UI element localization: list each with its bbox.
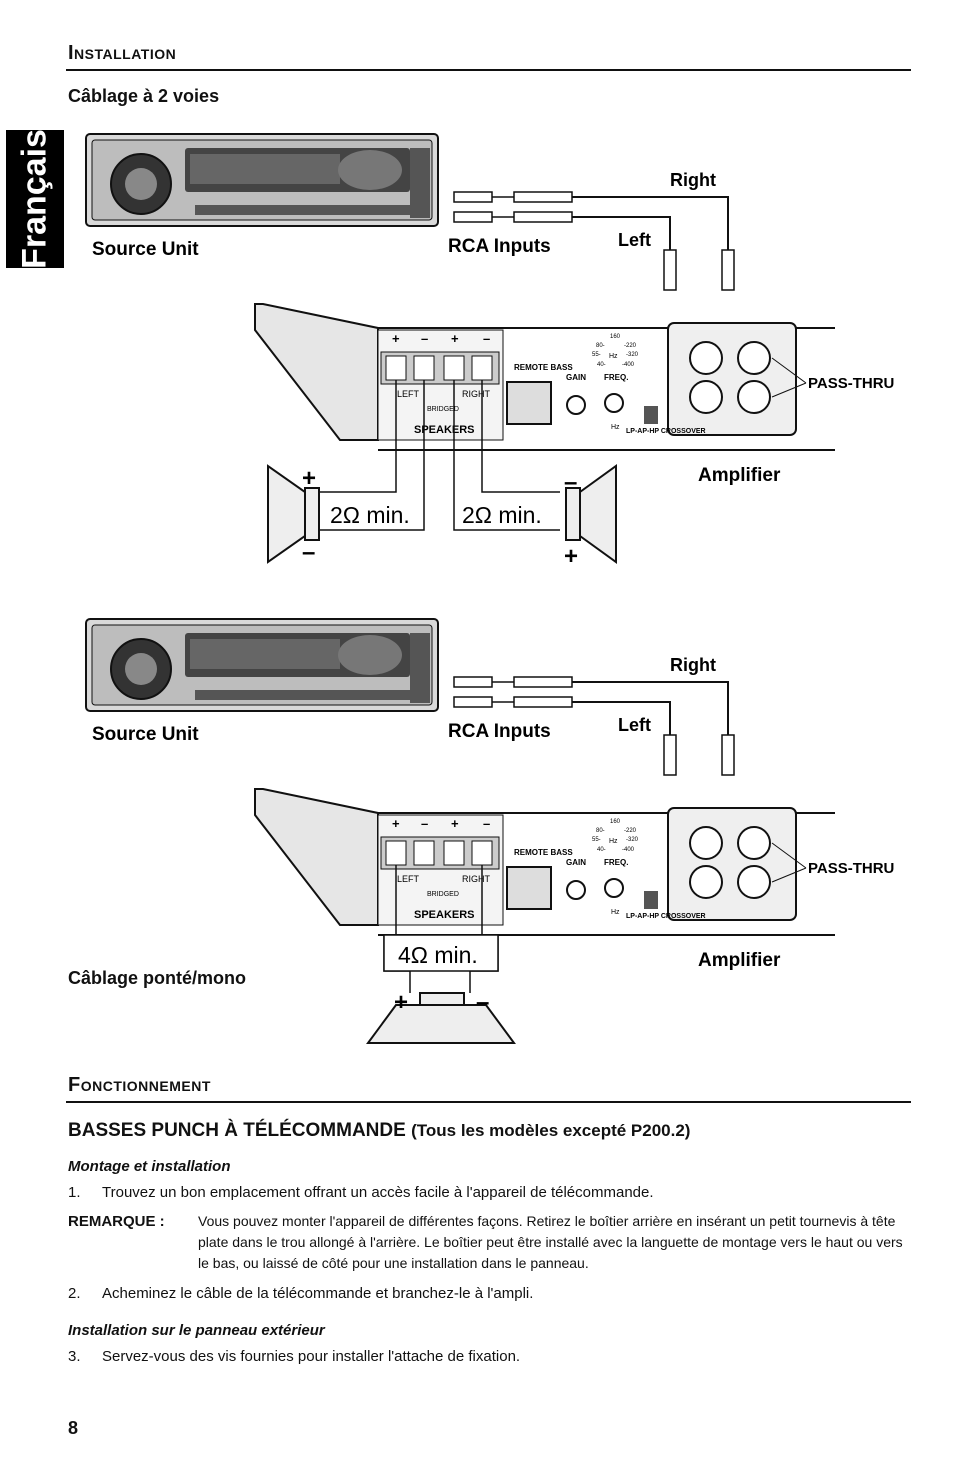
svg-text:REMOTE BASS: REMOTE BASS (514, 848, 573, 857)
svg-text:–: – (483, 816, 490, 831)
section-title-operation: Fonctionnement (68, 1074, 211, 1096)
operation-rule (66, 1101, 911, 1103)
left-label: Left (618, 230, 651, 250)
svg-text:Hz: Hz (611, 424, 620, 431)
svg-text:Hz: Hz (609, 353, 618, 360)
remote-bass-heading: BASSES PUNCH À TÉLÉCOMMANDE (Tous les mo… (68, 1120, 690, 1142)
svg-text:40-: 40- (597, 362, 606, 368)
outside-panel-heading: Installation sur le panneau extérieur (68, 1322, 325, 1339)
svg-text:80-: 80- (596, 828, 605, 834)
svg-text:REMOTE BASS: REMOTE BASS (514, 363, 573, 372)
rca-inputs-label: RCA Inputs (448, 236, 551, 257)
svg-text:+: + (564, 543, 578, 570)
svg-text:-220: -220 (624, 343, 637, 349)
svg-text:55-: 55- (592, 837, 601, 843)
svg-text:LEFT: LEFT (397, 389, 420, 399)
svg-text:+: + (392, 331, 400, 346)
note-label: REMARQUE : (68, 1213, 165, 1230)
step-2-number: 2. (68, 1285, 81, 1302)
right-speaker (565, 464, 617, 564)
speakers-label: SPEAKERS (414, 424, 475, 436)
remote-bass-note: (Tous les modèles excepté P200.2) (411, 1121, 691, 1140)
svg-text:GAIN: GAIN (566, 858, 586, 867)
svg-text:160: 160 (610, 819, 621, 825)
svg-text:Source Unit: Source Unit (92, 724, 199, 745)
svg-text:-320: -320 (626, 837, 639, 843)
two-way-wiring-diagram: Right Left Source Unit RCA Inputs + – + … (85, 133, 894, 570)
bridged-wiring-title: Câblage ponté/mono (68, 968, 247, 988)
svg-text:+: + (302, 465, 316, 492)
svg-text:Amplifier: Amplifier (698, 950, 781, 971)
bridged-speaker (366, 992, 516, 1044)
svg-text:–: – (421, 816, 428, 831)
left-impedance: 2Ω min. (330, 502, 410, 528)
svg-text:FREQ.: FREQ. (604, 373, 628, 382)
note-text: Vous pouvez monter l'appareil de différe… (198, 1213, 903, 1271)
svg-text:LP-AP-HP CROSSOVER: LP-AP-HP CROSSOVER (626, 428, 706, 435)
svg-text:RIGHT: RIGHT (462, 389, 491, 399)
section-title-installation: Installation (68, 42, 177, 64)
svg-text:RCA Inputs: RCA Inputs (448, 721, 551, 742)
svg-text:+: + (394, 989, 408, 1016)
step-2-text: Acheminez le câble de la télécommande et… (102, 1285, 534, 1302)
source-unit-illustration-2 (85, 618, 439, 712)
svg-text:BRIDGED: BRIDGED (427, 891, 459, 898)
svg-text:+: + (451, 816, 459, 831)
svg-text:Hz: Hz (609, 838, 618, 845)
svg-text:-220: -220 (624, 828, 637, 834)
svg-text:Hz: Hz (611, 909, 620, 916)
svg-text:-400: -400 (622, 362, 635, 368)
step-3-number: 3. (68, 1348, 81, 1365)
bridged-impedance: 4Ω min. (398, 942, 478, 968)
svg-text:LEFT: LEFT (397, 874, 420, 884)
svg-text:40-: 40- (597, 847, 606, 853)
svg-text:–: – (476, 989, 489, 1016)
svg-text:Right: Right (670, 655, 716, 675)
svg-text:–: – (483, 331, 490, 346)
bridged-wiring-diagram: Right Left Source Unit RCA Inputs + – + … (85, 618, 894, 1044)
svg-text:+: + (451, 331, 459, 346)
svg-text:-320: -320 (626, 352, 639, 358)
svg-text:–: – (302, 539, 315, 566)
right-label: Right (670, 170, 716, 190)
svg-text:FREQ.: FREQ. (604, 858, 628, 867)
page-number: 8 (68, 1418, 79, 1438)
svg-text:PASS-THRU: PASS-THRU (808, 860, 894, 877)
svg-text:55-: 55- (592, 352, 601, 358)
svg-text:Left: Left (618, 715, 651, 735)
remote-bass-title: BASSES PUNCH À TÉLÉCOMMANDE (68, 1120, 406, 1141)
svg-text:-400: -400 (622, 847, 635, 853)
svg-text:–: – (421, 331, 428, 346)
step-1-text: Trouvez un bon emplacement offrant un ac… (102, 1184, 654, 1201)
svg-text:–: – (564, 469, 577, 496)
svg-text:80-: 80- (596, 343, 605, 349)
svg-text:SPEAKERS: SPEAKERS (414, 909, 475, 921)
svg-text:RIGHT: RIGHT (462, 874, 491, 884)
svg-text:LP-AP-HP CROSSOVER: LP-AP-HP CROSSOVER (626, 913, 706, 920)
right-impedance: 2Ω min. (462, 502, 542, 528)
two-way-wiring-title: Câblage à 2 voies (68, 86, 220, 106)
pass-thru-label: PASS-THRU (808, 375, 894, 392)
amplifier-illustration (254, 303, 835, 451)
step-3-text: Servez-vous des vis fournies pour instal… (102, 1348, 521, 1365)
svg-text:160: 160 (610, 334, 621, 340)
svg-text:BRIDGED: BRIDGED (427, 406, 459, 413)
svg-text:+: + (392, 816, 400, 831)
left-speaker (267, 464, 320, 564)
step-1-number: 1. (68, 1184, 81, 1201)
amplifier-illustration-2 (254, 788, 835, 936)
header-rule (66, 69, 911, 71)
source-unit-illustration (85, 133, 439, 227)
svg-text:GAIN: GAIN (566, 373, 586, 382)
source-unit-label: Source Unit (92, 239, 199, 260)
language-side-tab: Français (6, 129, 64, 269)
mounting-heading: Montage et installation (68, 1158, 231, 1175)
amplifier-label: Amplifier (698, 465, 781, 486)
